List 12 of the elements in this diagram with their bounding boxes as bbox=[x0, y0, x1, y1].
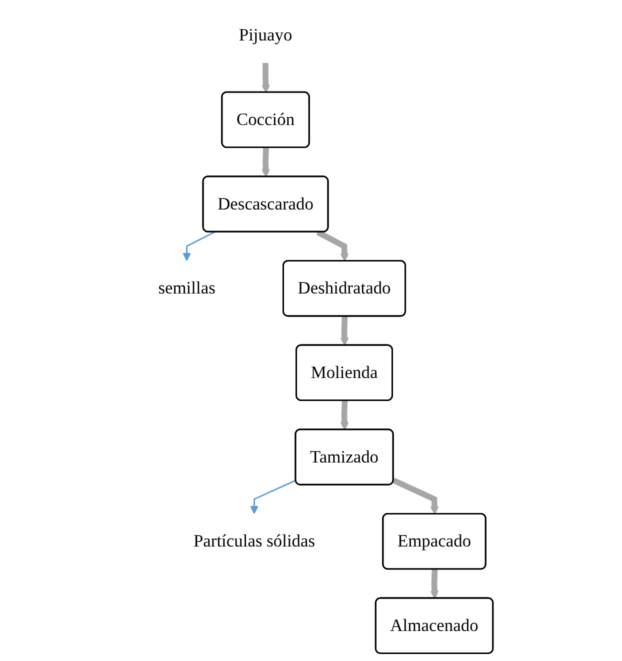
arrow bbox=[262, 63, 270, 93]
arrow bbox=[316, 230, 349, 262]
arrow bbox=[250, 480, 296, 514]
node-text: semillas bbox=[158, 278, 216, 298]
arrow bbox=[182, 231, 215, 262]
arrow bbox=[340, 316, 349, 346]
arrow bbox=[340, 400, 349, 430]
arrow bbox=[430, 569, 439, 599]
node-text: Pijuayo bbox=[238, 25, 292, 45]
arrow bbox=[262, 148, 270, 178]
arrow bbox=[392, 478, 439, 515]
node-text: Partículas sólidas bbox=[193, 531, 316, 551]
